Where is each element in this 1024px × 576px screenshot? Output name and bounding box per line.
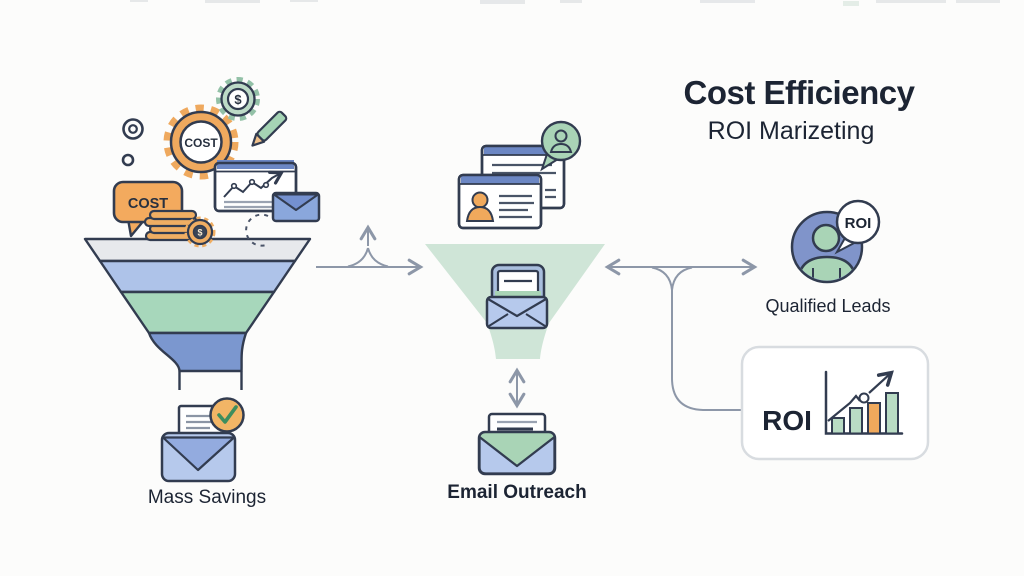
page-title: Cost Efficiency bbox=[683, 74, 915, 111]
funnel-icon bbox=[83, 237, 312, 390]
person-speech-bubble-icon bbox=[540, 120, 582, 172]
roi-card-label: ROI bbox=[762, 405, 812, 436]
dollar-coin-label: $ bbox=[197, 228, 202, 238]
cost-bubble-label: COST bbox=[128, 196, 168, 212]
dollar-gear-icon: $ bbox=[216, 77, 260, 121]
roi-speech-bubble-icon: ROI bbox=[834, 199, 881, 255]
roi-bubble-label: ROI bbox=[845, 215, 872, 232]
cropped-pattern-fragments bbox=[130, 0, 1000, 6]
mail-open-icon bbox=[485, 263, 549, 330]
connector-to-roi-card bbox=[671, 288, 742, 411]
mail-check-icon bbox=[160, 397, 245, 483]
roi-chart-icon bbox=[824, 370, 904, 435]
qualified-leads-label: Qualified Leads bbox=[765, 296, 891, 316]
email-outreach-label: Email Outreach bbox=[447, 482, 587, 503]
cost-gear-icon: COST bbox=[163, 104, 239, 180]
connector-arrows bbox=[316, 224, 758, 411]
ring-icon bbox=[122, 118, 144, 140]
outreach-envelope-icon bbox=[477, 412, 557, 476]
roi-card: ROI bbox=[740, 345, 930, 461]
page-subtitle: ROI Marizeting bbox=[707, 117, 875, 145]
dollar-gear-label: $ bbox=[234, 92, 242, 107]
dot-icon bbox=[121, 153, 135, 167]
pencil-icon bbox=[251, 110, 288, 147]
dollar-coin-icon: $ bbox=[184, 216, 216, 248]
cost-gear-label: COST bbox=[184, 136, 218, 150]
dashed-arc-icon bbox=[245, 213, 269, 247]
envelope-icon bbox=[271, 191, 321, 223]
mass-savings-label: Mass Savings bbox=[147, 487, 267, 508]
